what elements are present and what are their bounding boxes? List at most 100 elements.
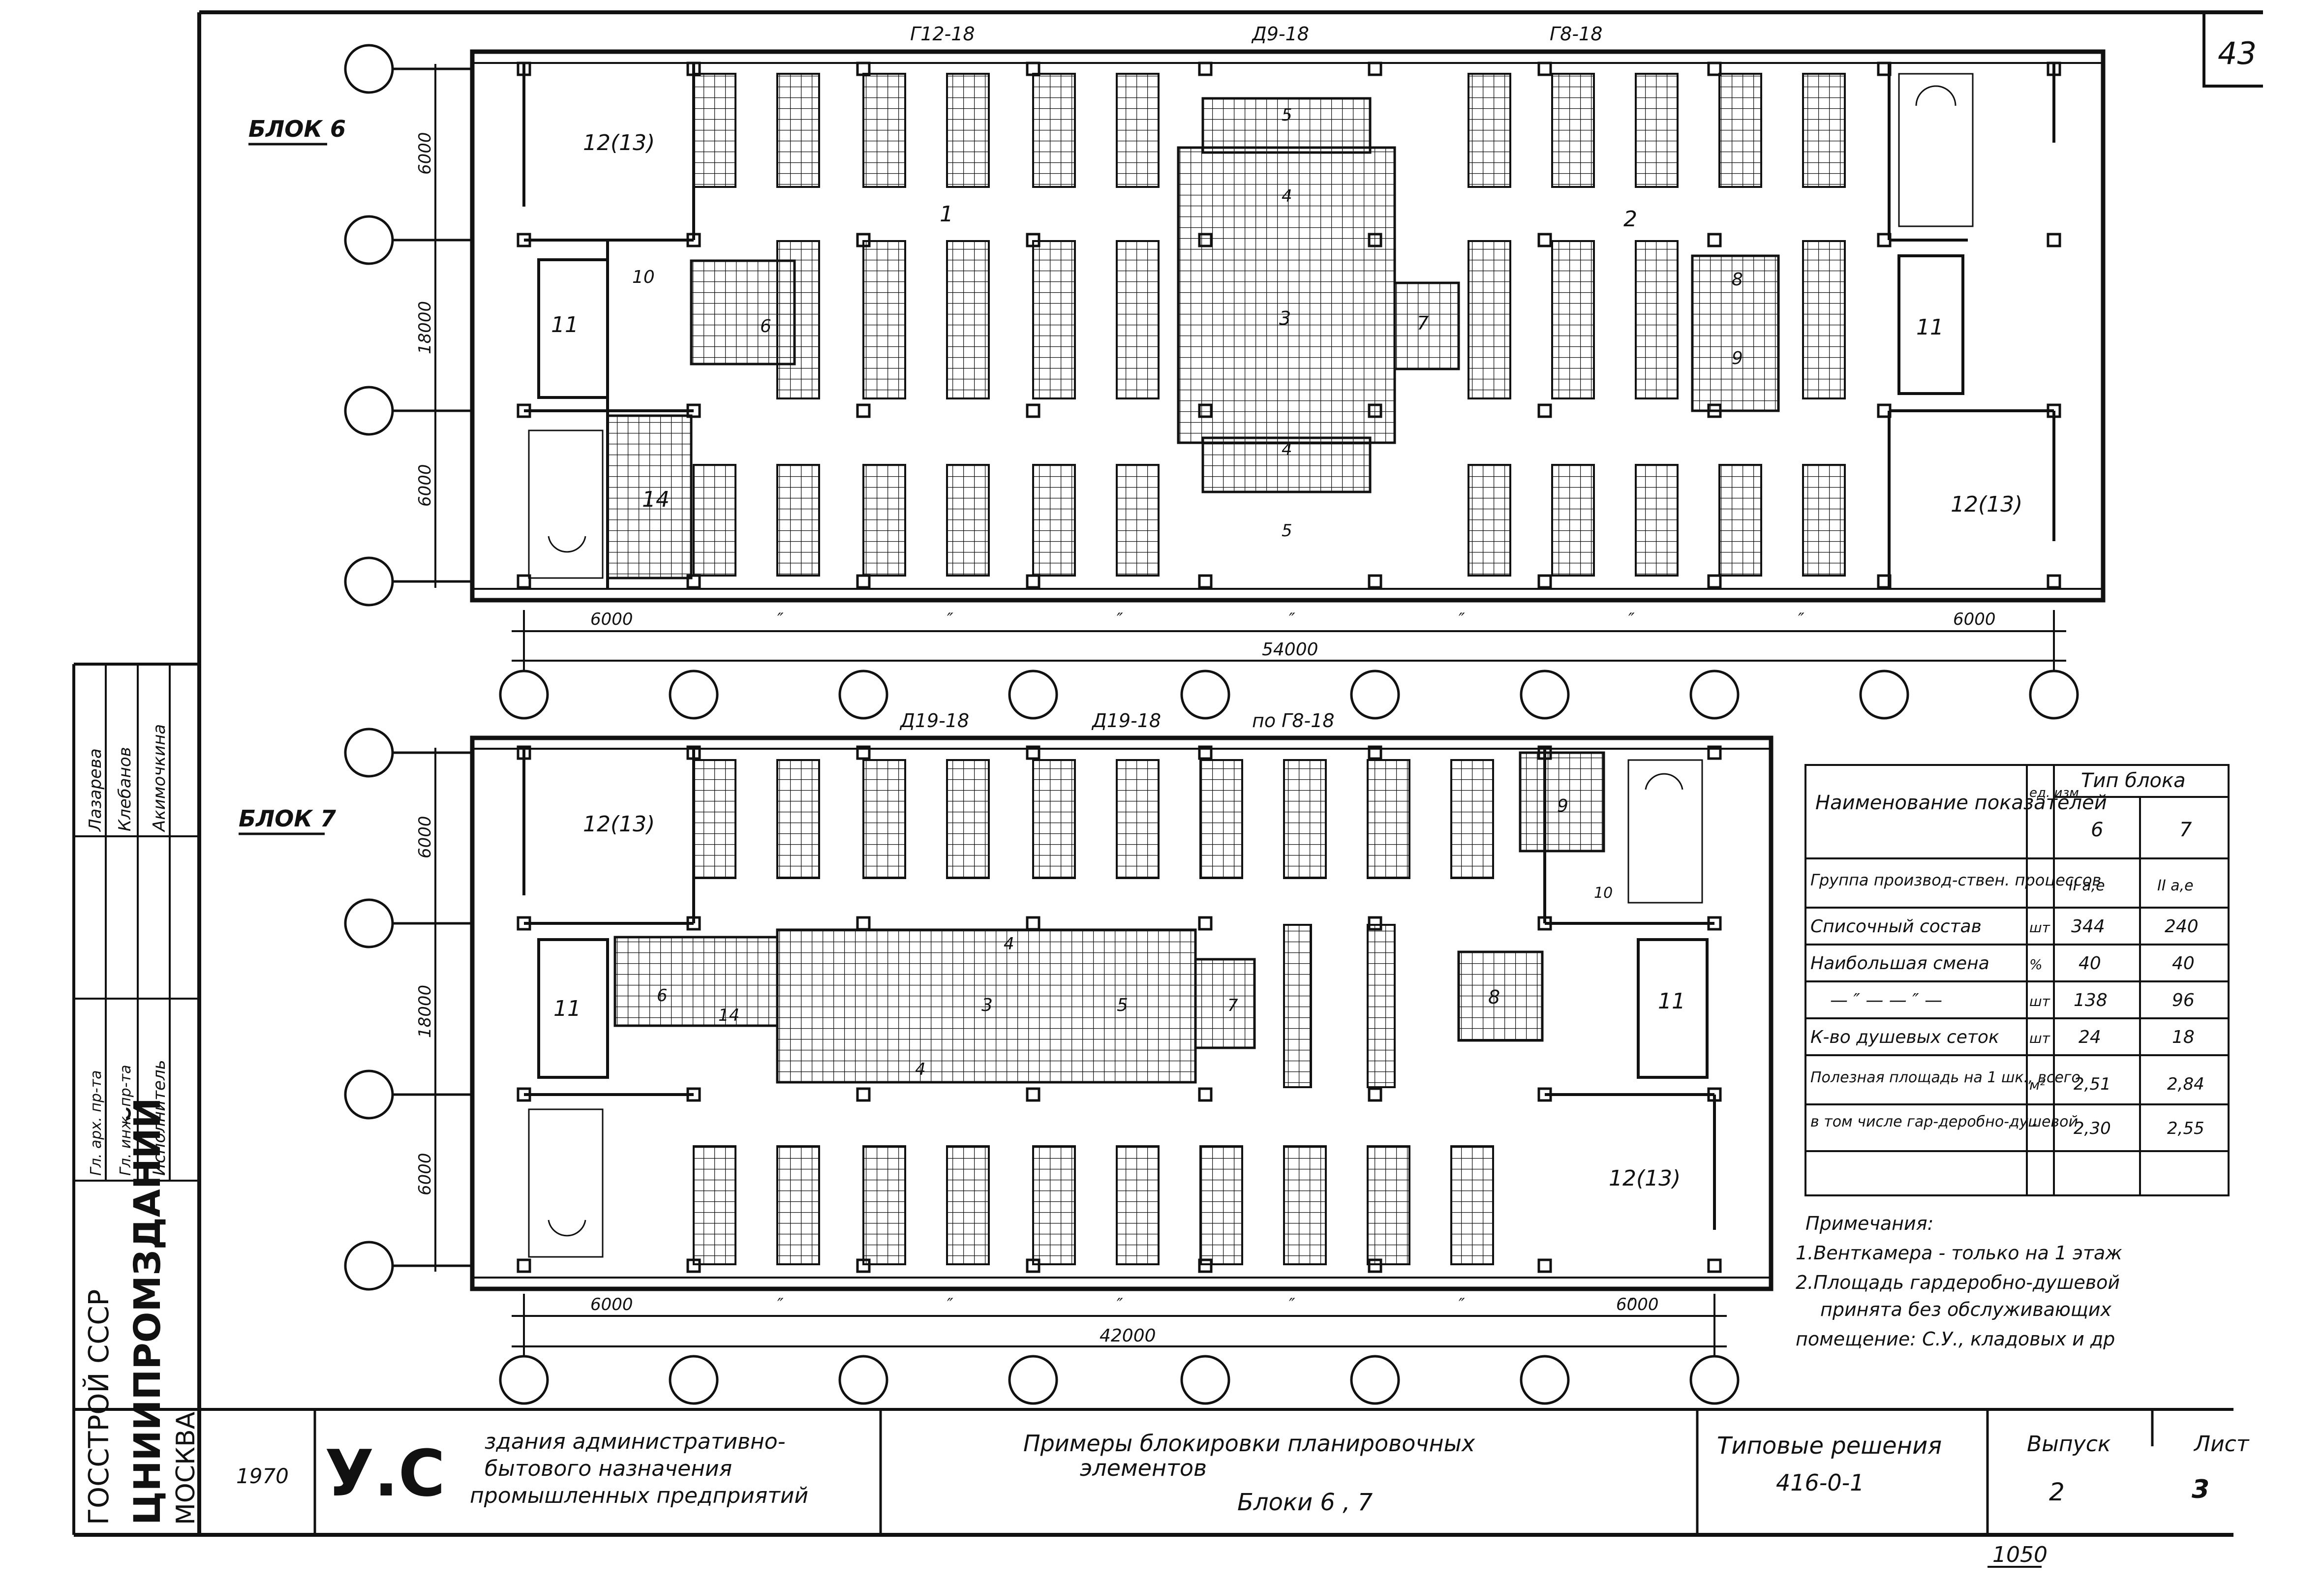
block6-locker-rows	[693, 73, 1846, 577]
locker-cabinet	[776, 464, 820, 577]
locker-cabinet	[693, 759, 736, 879]
structural-column	[1026, 916, 1040, 931]
structural-column	[856, 745, 871, 760]
locker-cabinet	[1283, 924, 1312, 1088]
structural-column	[1707, 1087, 1722, 1102]
locker-cabinet	[1802, 464, 1846, 577]
block6-dim-b7: ″	[1628, 610, 1635, 629]
block6-plan: БЛОК 6 Г12-18 Д9-18 Г8-18 6000 18000 600…	[248, 23, 2106, 720]
block7-ref-3: по Г8-18	[1252, 710, 1335, 732]
structural-column	[517, 745, 531, 760]
structural-column	[2047, 574, 2061, 589]
table-row2-b6: 344	[2071, 916, 2105, 937]
structural-column	[517, 61, 531, 76]
block6-dim-b3: ″	[947, 610, 953, 629]
table-row2-b7: 240	[2165, 916, 2199, 937]
block6-dim-b5: ″	[1289, 610, 1295, 629]
structural-column	[1707, 574, 1722, 589]
table-row3-b6: 40	[2079, 953, 2101, 974]
block7-room-7: 7	[1227, 996, 1238, 1015]
block7-room-10: 10	[1594, 884, 1613, 902]
table-row1-b6: II а,е	[2069, 877, 2105, 894]
structural-column	[517, 916, 531, 931]
locker-cabinet	[1032, 1145, 1076, 1265]
structural-column	[1198, 745, 1213, 760]
locker-cabinet	[1802, 73, 1846, 188]
locker-cabinet	[1283, 1145, 1327, 1265]
block7-plan: БЛОК 7 Д19-18 Д19-18 по Г8-18 6000 18000…	[239, 710, 1774, 1405]
table-row2-unit: шт	[2029, 919, 2050, 936]
structural-column	[686, 1258, 701, 1273]
structural-column	[686, 1087, 701, 1102]
structural-column	[1877, 233, 1892, 247]
locker-cabinet	[862, 1145, 906, 1265]
block7-dim-v2: 18000	[415, 985, 435, 1038]
structural-column	[2047, 233, 2061, 247]
locker-cabinet	[1718, 464, 1762, 577]
stamp-name-3: Акимочкина	[150, 724, 169, 832]
locker-cabinet	[946, 1145, 990, 1265]
block6-room-11b: 11	[1916, 315, 1944, 340]
block7-dim-b5: ″	[1289, 1295, 1295, 1314]
locker-cabinet	[1283, 759, 1327, 879]
structural-column	[686, 574, 701, 589]
block6-dim-b4: ″	[1117, 610, 1123, 629]
block6-label: БЛОК 6	[248, 116, 346, 142]
block7-dim-v1: 6000	[415, 816, 435, 858]
block7-dim-b2: ″	[777, 1295, 784, 1314]
table-row3-b7: 40	[2172, 953, 2195, 974]
table-row6-b6: 2,51	[2074, 1074, 2111, 1094]
structural-column	[1537, 403, 1552, 418]
sheet-number: 43	[2218, 35, 2257, 71]
sheet-value: 3	[2192, 1475, 2209, 1504]
locker-cabinet	[1635, 240, 1679, 399]
table-row7-b7: 2,55	[2167, 1119, 2204, 1138]
locker-cabinet	[1116, 464, 1160, 577]
structural-column	[1707, 745, 1722, 760]
block7-dim-b1: 6000	[590, 1295, 633, 1314]
series-label: Типовые решения	[1717, 1432, 1942, 1460]
structural-column	[856, 403, 871, 418]
title-year: 1970	[236, 1464, 289, 1488]
structural-column	[1368, 745, 1382, 760]
block6-room-5a: 5	[1282, 105, 1292, 125]
block6-dim-b6: ″	[1459, 610, 1465, 629]
locker-cabinet	[1032, 464, 1076, 577]
structural-column	[1198, 574, 1213, 589]
stamp-role-2: Гл. инж. пр-та	[117, 1065, 134, 1176]
block7-room-12a: 12(13)	[583, 812, 655, 837]
locker-cabinet	[1116, 73, 1160, 188]
notes-line4: помещение: С.У., кладовых и др	[1796, 1328, 2115, 1350]
table-col-b6: 6	[2091, 819, 2103, 841]
sheet-label: Лист	[2193, 1432, 2250, 1457]
structural-column	[1707, 1258, 1722, 1273]
locker-cabinet	[862, 464, 906, 577]
block7-room-3: 3	[981, 995, 993, 1015]
block6-axis-cols	[499, 670, 2079, 720]
locker-cabinet	[862, 73, 906, 188]
structural-column	[1537, 916, 1552, 931]
block6-ref-2: Д9-18	[1251, 23, 1309, 45]
locker-cabinet	[1367, 924, 1396, 1088]
structural-column	[2047, 403, 2061, 418]
locker-cabinet	[862, 759, 906, 879]
block6-room-6: 6	[760, 316, 771, 336]
structural-column	[1368, 403, 1382, 418]
notes-title: Примечания:	[1805, 1213, 1933, 1234]
block6-room-4a: 4	[1282, 186, 1292, 206]
side-stamp: Гл. арх. пр-та Гл. инж. пр-та Исполнител…	[74, 664, 201, 1525]
block6-dim-total: 54000	[1262, 640, 1318, 660]
stamp-role-1: Гл. арх. пр-та	[88, 1070, 105, 1176]
block7-axis-rows	[344, 728, 472, 1291]
locker-cabinet	[946, 240, 990, 399]
block6-room-8: 8	[1732, 270, 1743, 290]
structural-column	[1537, 1258, 1552, 1273]
table-row5-name: К-во душевых сеток	[1810, 1027, 1999, 1047]
locker-cabinet	[1116, 240, 1160, 399]
table-col-name: Наименование показателей	[1815, 792, 2107, 814]
block6-ref-1: Г12-18	[910, 23, 975, 45]
locker-cabinet	[1367, 759, 1410, 879]
table-row5-unit: шт	[2029, 1030, 2050, 1046]
locker-cabinet	[1199, 759, 1243, 879]
structural-column	[856, 574, 871, 589]
